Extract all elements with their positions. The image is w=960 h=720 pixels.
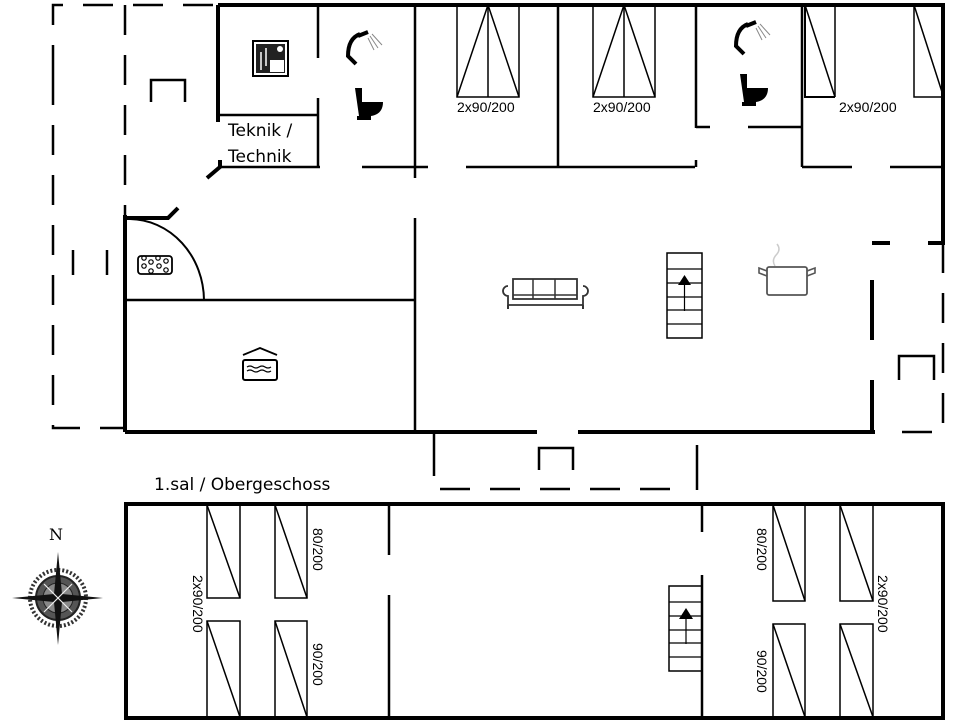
bed-size-label: 2x90/200 — [839, 99, 897, 115]
toilet-icon — [740, 74, 768, 106]
indoor-pool-icon — [242, 347, 278, 381]
entrance-marker — [897, 354, 936, 380]
double-bed — [456, 2, 520, 98]
single-bed-right — [913, 4, 943, 98]
single-bed-left — [804, 4, 836, 98]
stairs-up-icon — [668, 585, 703, 672]
north-label: N — [49, 525, 63, 544]
bed — [772, 504, 874, 718]
upper-floor-outline — [124, 502, 945, 720]
bed-size-label: 90/200 — [754, 650, 770, 693]
terrace-outline-right — [895, 243, 945, 434]
compass-rose-icon: N — [12, 525, 103, 645]
technik-label: Teknik / — [227, 121, 293, 141]
bed — [206, 504, 308, 718]
toilet-icon — [355, 88, 383, 120]
bed-size-label: 2x90/200 — [875, 575, 891, 633]
stairs-up-icon — [666, 252, 703, 339]
shower-icon — [733, 20, 771, 56]
double-bed — [592, 2, 656, 98]
entrance-marker — [537, 446, 575, 470]
door-stub — [205, 160, 222, 180]
sauna-icon — [252, 40, 289, 77]
door-swing — [129, 218, 205, 301]
upper-floor-title: 1.sal / Obergeschoss — [154, 475, 331, 495]
shower-icon — [345, 30, 383, 66]
sofa-icon — [502, 278, 589, 309]
door-stub — [125, 206, 180, 220]
ground-floor: Teknik / Technik — [51, 2, 945, 491]
bed-size-label: 80/200 — [310, 528, 326, 571]
terrace-outline-left — [51, 75, 125, 430]
terrace-outline — [51, 3, 215, 75]
bed-size-label: 80/200 — [754, 528, 770, 571]
entrance-marker — [149, 78, 187, 102]
bed-size-label: 2x90/200 — [457, 99, 515, 115]
whirlpool-icon — [137, 255, 173, 275]
bed-size-label: 2x90/200 — [593, 99, 651, 115]
upper-floor: 2x90/200 80/200 90/200 80/200 90/200 2x9… — [124, 502, 945, 720]
technik-label: Technik — [227, 147, 292, 167]
cooking-pot-icon — [758, 243, 816, 296]
bed-size-label: 2x90/200 — [190, 575, 206, 633]
bed-size-label: 90/200 — [310, 643, 326, 686]
